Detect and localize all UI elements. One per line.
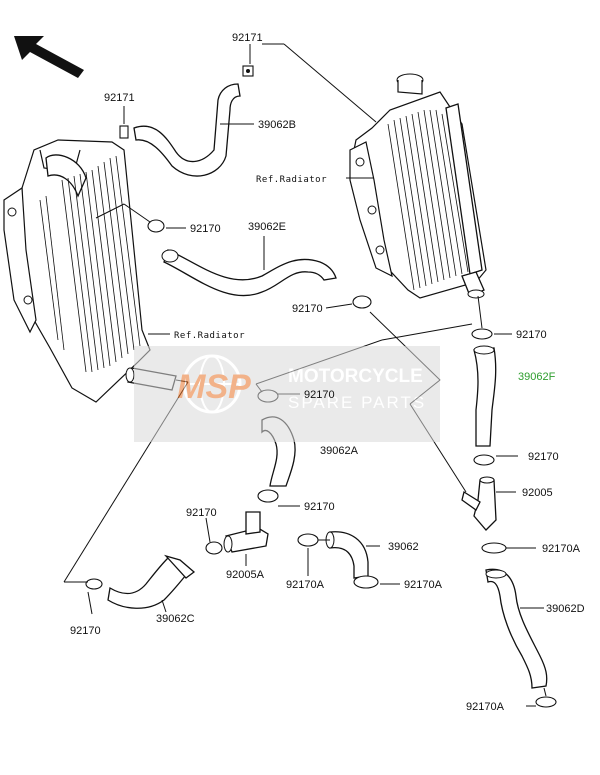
label-92170-upper-left[interactable]: 92170 bbox=[190, 223, 221, 235]
front-direction-arrow-icon bbox=[14, 36, 84, 78]
label-ref-radiator-left[interactable]: Ref.Radiator bbox=[174, 331, 245, 341]
watermark-line2: SPARE PARTS bbox=[288, 393, 426, 412]
hose-39062B bbox=[133, 83, 241, 177]
label-39062A[interactable]: 39062A bbox=[320, 445, 359, 457]
hose-39062E-end bbox=[161, 249, 179, 263]
label-ref-radiator-right[interactable]: Ref.Radiator bbox=[256, 175, 327, 185]
label-92170-center[interactable]: 92170 bbox=[304, 501, 335, 513]
hose-39062E bbox=[163, 249, 337, 297]
label-92170-right-lower[interactable]: 92170 bbox=[528, 451, 559, 463]
label-92170-left-small[interactable]: 92170 bbox=[186, 507, 217, 519]
label-92005[interactable]: 92005 bbox=[522, 487, 553, 499]
label-92171-top[interactable]: 92171 bbox=[232, 32, 263, 44]
hose-39062D bbox=[485, 568, 548, 689]
label-39062C[interactable]: 39062C bbox=[156, 613, 195, 625]
label-39062B[interactable]: 39062B bbox=[258, 119, 296, 131]
watermark-line1: MOTORCYCLE bbox=[288, 366, 423, 387]
left-radiator bbox=[3, 139, 177, 403]
label-92170A-center-right[interactable]: 92170A bbox=[404, 579, 443, 591]
label-92170A-bottom[interactable]: 92170A bbox=[466, 701, 505, 713]
label-92170A-center[interactable]: 92170A bbox=[286, 579, 325, 591]
label-39062D[interactable]: 39062D bbox=[546, 603, 585, 615]
label-92171-left[interactable]: 92171 bbox=[104, 92, 135, 104]
watermark-logo: MSP bbox=[177, 368, 251, 406]
label-92170-right-upper[interactable]: 92170 bbox=[516, 329, 547, 341]
label-39062F[interactable]: 39062F bbox=[518, 371, 556, 383]
label-92170A-right[interactable]: 92170A bbox=[542, 543, 581, 555]
right-radiator bbox=[349, 73, 487, 299]
watermark: MSP MOTORCYCLE SPARE PARTS bbox=[134, 346, 440, 442]
hose-39062F bbox=[473, 347, 497, 447]
label-92005A[interactable]: 92005A bbox=[226, 569, 265, 581]
hose-39062 bbox=[329, 531, 369, 579]
label-92170-watermark[interactable]: 92170 bbox=[304, 389, 335, 401]
label-92170-mid[interactable]: 92170 bbox=[292, 303, 323, 315]
label-39062[interactable]: 39062 bbox=[388, 541, 419, 553]
label-92170-bottom-left[interactable]: 92170 bbox=[70, 625, 101, 637]
label-39062E[interactable]: 39062E bbox=[248, 221, 286, 233]
